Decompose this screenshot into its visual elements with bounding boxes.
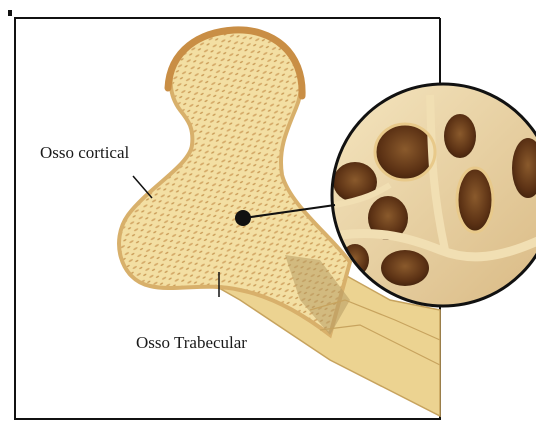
pointer-dot	[235, 210, 251, 226]
trabecular-bone-label: Osso Trabecular	[136, 333, 247, 353]
cortical-bone-label: Osso cortical	[40, 143, 129, 163]
cortical-leader-line	[133, 176, 152, 198]
marrow-cavity	[444, 114, 476, 158]
marrow-cavity	[381, 250, 429, 286]
magnified-view	[330, 80, 536, 310]
